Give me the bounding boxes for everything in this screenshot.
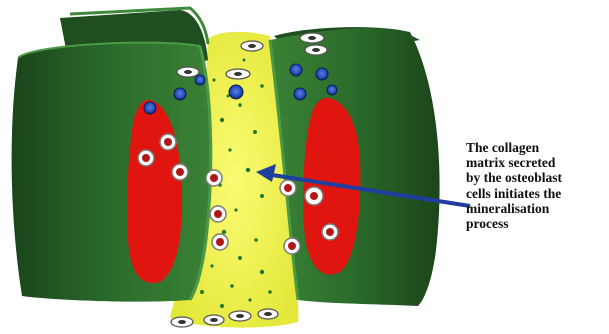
annotation-line: The collagen <box>466 140 606 155</box>
annotation-line: process <box>466 216 606 231</box>
osteocyte-cell-icon <box>160 134 176 150</box>
osteocyte-cell-icon <box>322 224 338 240</box>
osteoblast-cell-icon <box>174 88 186 100</box>
osteoblast-cell-icon <box>290 64 302 76</box>
osteocyte-cell-icon <box>284 238 300 254</box>
osteoblast-cell-icon <box>144 102 156 114</box>
osteoblast-cell-icon <box>229 85 243 99</box>
osteocyte-cell-icon <box>206 170 222 186</box>
left-bone-block <box>12 8 211 302</box>
osteoblast-cell-icon <box>294 88 306 100</box>
osteoblast-cell-icon <box>327 85 337 95</box>
osteoblast-cell-icon <box>316 68 328 80</box>
annotation-line: mineralisation <box>466 201 606 216</box>
osteocyte-cell-icon <box>212 234 228 250</box>
osteocyte-cell-icon <box>138 150 154 166</box>
osteocyte-cell-icon <box>305 187 323 205</box>
annotation-line: by the osteoblast <box>466 170 606 185</box>
annotation-line: cells initiates the <box>466 186 606 201</box>
osteoblast-cell-icon <box>195 75 205 85</box>
osteocyte-cell-icon <box>280 180 296 196</box>
osteocyte-cell-icon <box>172 164 188 180</box>
osteocyte-cell-icon <box>210 206 226 222</box>
annotation-text: The collagen matrix secreted by the oste… <box>466 140 606 231</box>
annotation-line: matrix secreted <box>466 155 606 170</box>
